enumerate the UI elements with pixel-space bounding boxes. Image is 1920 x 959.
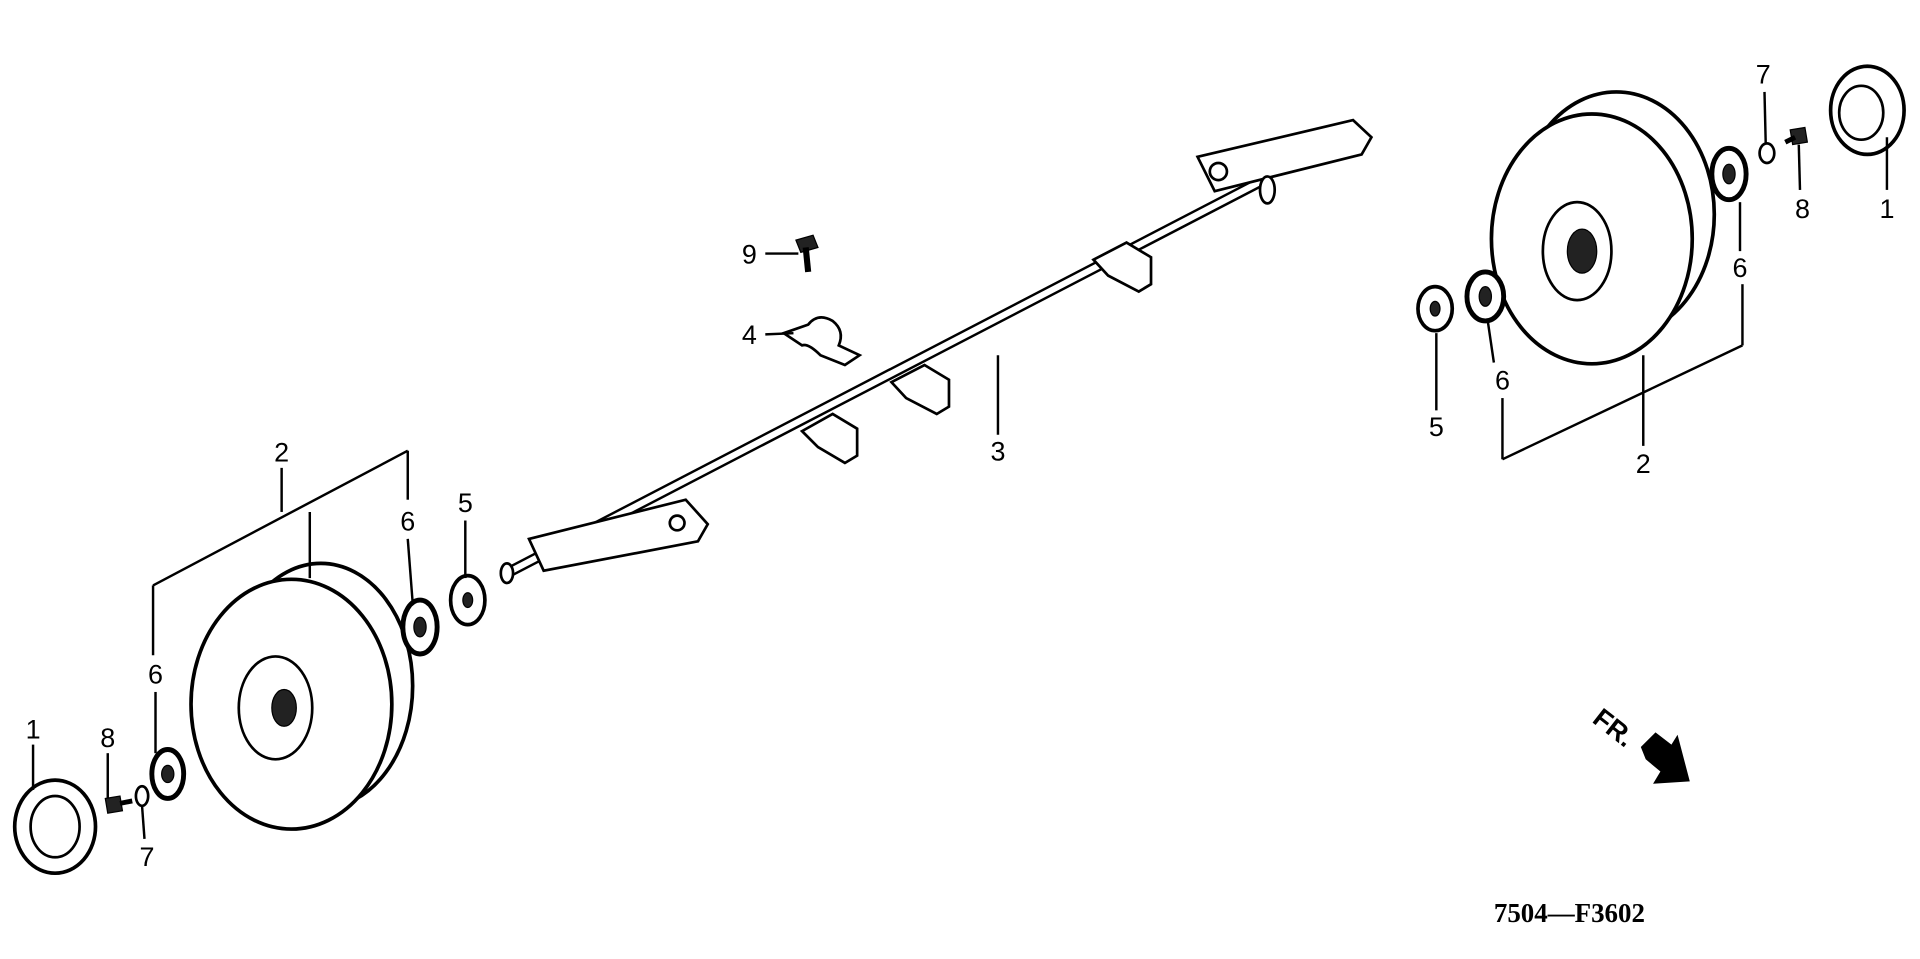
callout-bolt-9: 9 bbox=[742, 239, 757, 269]
callout-bearing-right-inner: 6 bbox=[1495, 366, 1510, 396]
callout-cap-left: 1 bbox=[26, 714, 41, 744]
left-bearing-outer bbox=[149, 747, 187, 801]
front-arrow-icon bbox=[1640, 732, 1690, 784]
left-wheel bbox=[189, 561, 415, 831]
left-washer-small bbox=[134, 784, 150, 808]
left-bearing-inner bbox=[400, 597, 440, 657]
rear-axle bbox=[499, 118, 1374, 585]
left-cap bbox=[12, 778, 98, 876]
callout-washer-left-large: 5 bbox=[458, 488, 473, 518]
left-bolt bbox=[104, 795, 133, 814]
callout-bearing-left-inner: 6 bbox=[400, 506, 415, 536]
clamp bbox=[780, 316, 863, 367]
right-bolt bbox=[1784, 126, 1809, 146]
right-washer-small bbox=[1758, 142, 1776, 165]
callout-bearing-left-outer: 6 bbox=[148, 659, 163, 689]
callout-bolt-left: 8 bbox=[100, 723, 115, 753]
callout-bolt-right: 8 bbox=[1795, 194, 1810, 224]
front-direction-indicator: FR. bbox=[1587, 703, 1690, 784]
right-cap bbox=[1828, 64, 1906, 157]
callout-washer-right-large: 5 bbox=[1429, 412, 1444, 442]
callout-cap-right: 1 bbox=[1879, 194, 1894, 224]
left-washer bbox=[448, 573, 487, 627]
callout-bearing-right-outer: 6 bbox=[1733, 253, 1748, 283]
callout-axle-3: 3 bbox=[990, 437, 1005, 467]
callout-clamp-4: 4 bbox=[742, 320, 757, 350]
diagram-code: 7504—F3602 bbox=[1494, 898, 1645, 928]
right-bearing-inner bbox=[1464, 269, 1507, 324]
right-wheel bbox=[1489, 90, 1717, 366]
front-label: FR. bbox=[1587, 703, 1640, 753]
bolt bbox=[795, 234, 819, 273]
callout-wheel-left: 2 bbox=[274, 438, 289, 468]
leader-lines bbox=[31, 91, 1889, 839]
right-bearing-outer bbox=[1709, 145, 1749, 203]
right-washer bbox=[1416, 284, 1455, 333]
callout-wheel-right: 2 bbox=[1636, 449, 1651, 479]
callout-washer-left: 7 bbox=[139, 842, 154, 872]
callout-washer-right: 7 bbox=[1756, 59, 1771, 89]
